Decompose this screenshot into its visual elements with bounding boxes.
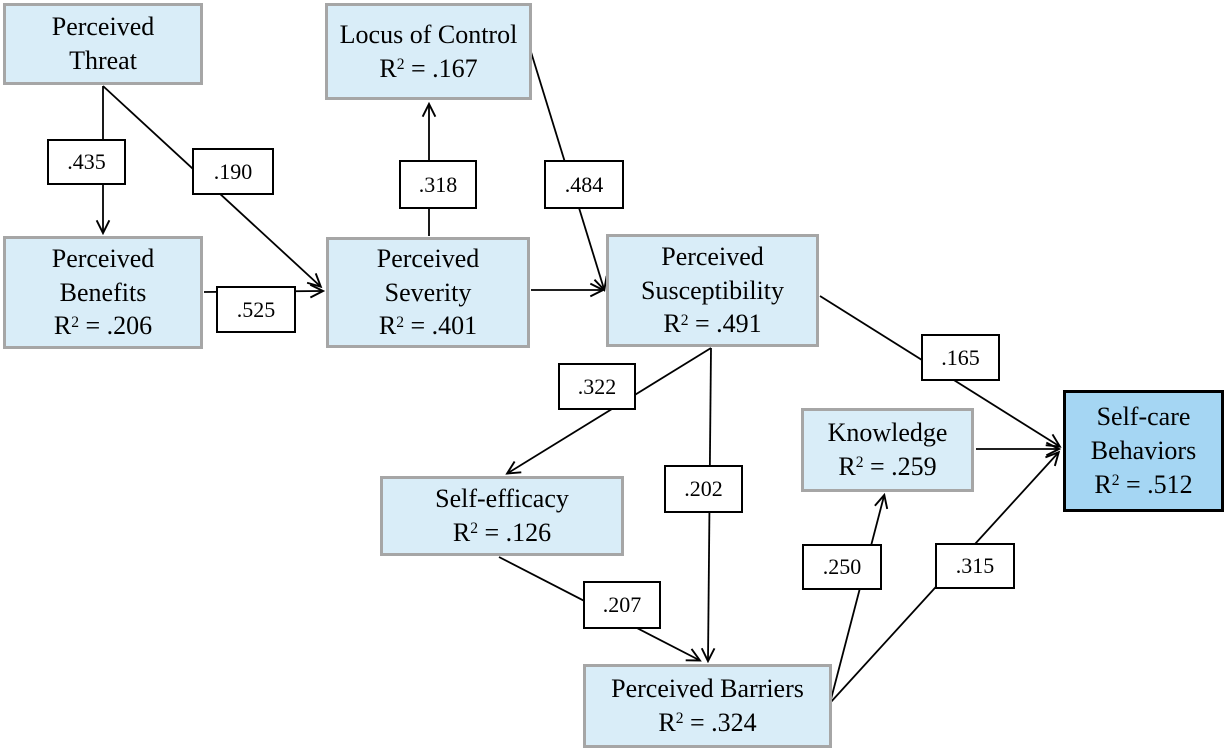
coefficient-value: .190 <box>213 158 253 184</box>
node-self-care-behaviors-line-0: Self-care <box>1096 402 1191 432</box>
node-perceived-barriers-line-1: R2 = .324 <box>658 708 757 737</box>
node-perceived-threat-line-1: Threat <box>69 46 137 75</box>
node-perceived-severity-line-0: Perceived <box>376 243 480 273</box>
node-perceived-susceptibility-line-1: Susceptibility <box>641 275 784 305</box>
node-perceived-severity-line-2: R2 = .401 <box>378 311 478 341</box>
node-locus-of-control-line-0: Locus of Control <box>339 19 518 49</box>
node-self-care-behaviors-line-1: Behaviors <box>1090 436 1197 466</box>
r-squared-superscript: 2 <box>855 454 864 472</box>
coefficient-label-locus-of-control-to-perceived-susceptibility: .484 <box>544 160 624 209</box>
node-self-efficacy: Self-efficacy R2 = .126 <box>380 476 624 556</box>
coefficient-label-perceived-susceptibility-to-self-efficacy: .322 <box>558 363 636 410</box>
node-perceived-susceptibility-line-2: R2 = .491 <box>663 309 762 339</box>
coefficient-label-perceived-severity-to-locus-of-control: .318 <box>399 160 477 209</box>
node-perceived-severity-line-1: Severity <box>384 277 472 307</box>
coefficient-value: .165 <box>941 344 980 370</box>
coefficient-value: .435 <box>67 149 106 174</box>
node-self-care-behaviors-line-2: R2 = .512 <box>1094 469 1193 499</box>
coefficient-value: .484 <box>564 171 604 197</box>
r-squared-superscript: 2 <box>680 311 689 329</box>
coefficient-value: .322 <box>577 373 617 399</box>
node-perceived-susceptibility-line-0: Perceived <box>661 241 764 271</box>
coefficient-value: .207 <box>602 592 642 617</box>
coefficient-value: .525 <box>236 296 276 322</box>
coefficient-label-perceived-susceptibility-to-perceived-barriers: .202 <box>664 465 743 513</box>
coefficient-value: .318 <box>418 171 458 197</box>
node-self-efficacy-line-1: R2 = .126 <box>452 518 552 547</box>
node-perceived-threat-line-0: Perceived <box>51 12 155 42</box>
node-knowledge-line-1: R2 = .259 <box>838 452 937 481</box>
coefficient-label-perceived-barriers-to-knowledge: .250 <box>802 544 882 590</box>
path-arrow-perceived-barriers-to-knowledge <box>829 496 884 704</box>
coefficient-value: .202 <box>684 476 723 501</box>
r-squared-superscript: 2 <box>396 55 405 73</box>
r-squared-superscript: 2 <box>396 313 404 331</box>
r-squared-superscript: 2 <box>675 710 684 728</box>
node-perceived-barriers: Perceived Barriers R2 = .324 <box>583 664 832 748</box>
coefficient-value: .250 <box>822 554 862 579</box>
coefficient-label-self-efficacy-to-perceived-barriers: .207 <box>583 581 661 629</box>
r-squared-superscript: 2 <box>470 520 478 538</box>
path-arrow-perceived-susceptibility-to-self-efficacy <box>508 347 712 473</box>
coefficient-label-perceived-benefits-to-perceived-severity: .525 <box>216 286 296 333</box>
node-locus-of-control: Locus of Control R2 = .167 <box>325 3 532 100</box>
coefficient-label-perceived-threat-to-perceived-severity: .190 <box>192 148 274 195</box>
node-perceived-benefits-line-2: R2 = .206 <box>53 311 153 341</box>
node-perceived-barriers-line-0: Perceived Barriers <box>611 674 804 704</box>
coefficient-label-perceived-susceptibility-to-self-care-behaviors: .165 <box>921 334 1000 381</box>
r-squared-superscript: 2 <box>71 313 79 331</box>
coefficient-value: .315 <box>955 553 995 578</box>
node-knowledge: Knowledge R2 = .259 <box>801 408 974 492</box>
node-perceived-benefits-line-0: Perceived <box>51 243 155 273</box>
coefficient-label-perceived-barriers-to-self-care-behaviors: .315 <box>935 543 1015 589</box>
node-self-efficacy-line-0: Self-efficacy <box>435 484 569 514</box>
coefficient-label-perceived-threat-to-perceived-benefits: .435 <box>47 139 126 185</box>
node-perceived-benefits-line-1: Benefits <box>59 277 147 307</box>
node-knowledge-line-0: Knowledge <box>827 418 948 448</box>
node-locus-of-control-line-1: R2 = .167 <box>379 53 478 83</box>
r-squared-superscript: 2 <box>1111 472 1120 490</box>
